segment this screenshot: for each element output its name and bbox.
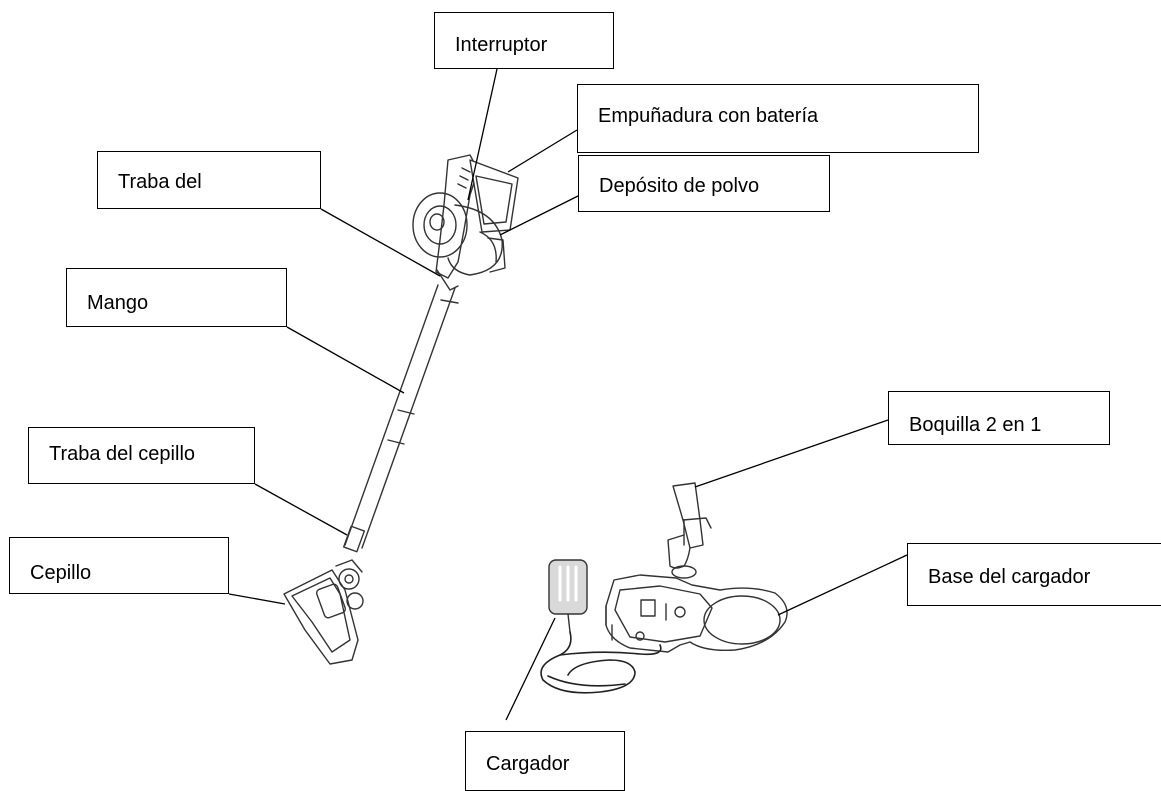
wand-tube <box>342 284 459 553</box>
leader-cepillo <box>228 593 286 605</box>
charger-adapter <box>548 559 588 633</box>
label-cepillo: Cepillo <box>9 537 229 594</box>
label-mango-text: Mango <box>87 292 149 314</box>
label-cargador: Cargador <box>465 731 625 791</box>
label-deposito-text: Depósito de polvo <box>599 175 760 197</box>
stick-vacuum-illustration <box>283 154 519 665</box>
label-boquilla-text: Boquilla 2 en 1 <box>909 414 1042 436</box>
label-traba-del: Traba del <box>97 151 321 209</box>
label-boquilla: Boquilla 2 en 1 <box>888 391 1110 445</box>
leader-traba-cepillo <box>254 483 348 536</box>
label-cepillo-text: Cepillo <box>30 562 92 584</box>
leader-deposito <box>499 195 579 236</box>
leader-boquilla <box>694 419 889 488</box>
charger-cable <box>540 631 662 694</box>
handle-motor-unit <box>412 154 519 291</box>
leader-interruptor <box>467 68 498 201</box>
leader-lines <box>228 68 908 721</box>
label-interruptor: Interruptor <box>434 12 614 69</box>
leader-cargador <box>505 617 556 721</box>
label-interruptor-text: Interruptor <box>455 34 548 56</box>
charger-base-illustration <box>540 482 788 694</box>
label-deposito: Depósito de polvo <box>578 155 830 212</box>
leader-traba-del <box>320 208 441 277</box>
label-cargador-text: Cargador <box>486 753 570 775</box>
label-traba-del-text: Traba del <box>118 171 202 193</box>
leader-mango <box>286 326 405 394</box>
label-traba-cepillo: Traba del cepillo <box>28 427 255 484</box>
brush-head <box>283 559 364 665</box>
label-base-cargador-text: Base del cargador <box>928 566 1091 588</box>
label-empunadura-text: Empuñadura con batería <box>598 105 819 127</box>
label-mango: Mango <box>66 268 287 327</box>
charging-base <box>605 574 788 653</box>
label-empunadura: Empuñadura con batería <box>577 84 979 153</box>
label-traba-cepillo-text: Traba del cepillo <box>49 443 196 465</box>
label-base-cargador: Base del cargador <box>907 543 1161 606</box>
leader-empunadura <box>507 129 578 173</box>
nozzle-2-in-1 <box>667 482 712 579</box>
leader-base <box>777 554 908 616</box>
